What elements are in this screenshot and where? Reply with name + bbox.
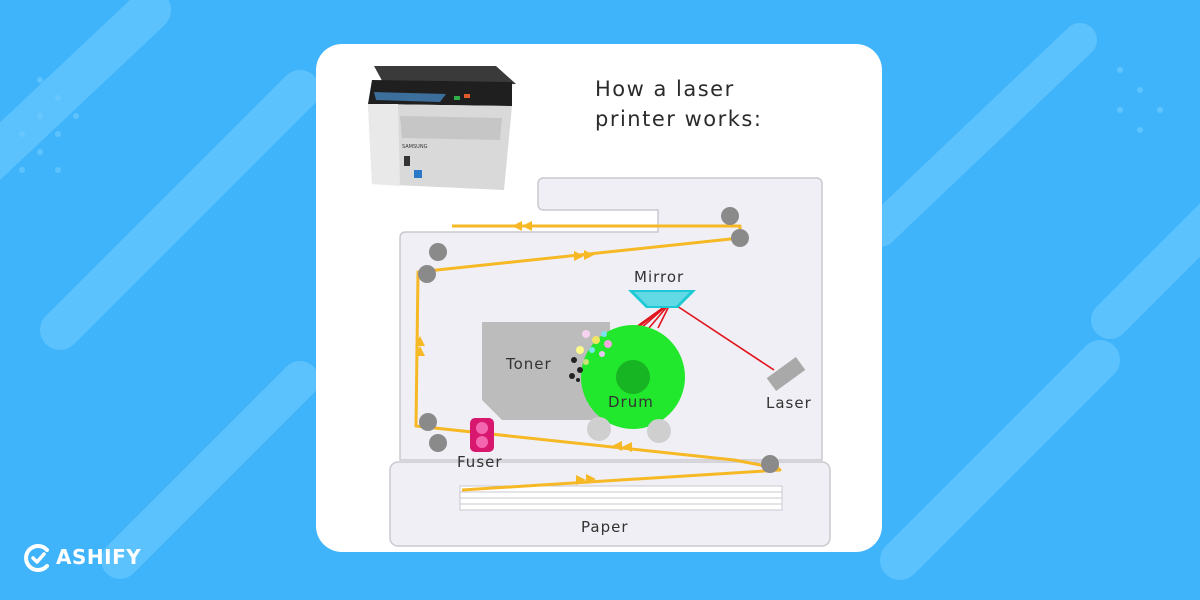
svg-text:SAMSUNG: SAMSUNG [402,144,428,150]
fuser [470,418,494,452]
cashify-logo: ASHIFY [22,540,162,576]
diagram-title: How a laser printer works: [595,74,795,134]
mirror [628,290,696,308]
toner-particles [569,330,612,382]
title-line-1: How a laser [595,77,735,101]
paper-stack [459,485,783,511]
laser-unit [766,356,806,392]
roller [587,417,611,441]
printer-photo: SAMSUNG [368,66,516,190]
drum-label: Drum [608,393,654,411]
path-rollers [418,207,779,473]
laser-label: Laser [766,394,812,412]
title-line-2: printer works: [595,107,763,131]
toner-cartridge [482,322,610,420]
direction-arrows [415,221,632,485]
toner-label: Toner [506,355,552,373]
brand-name: ASHIFY [56,545,142,569]
fuser-label: Fuser [457,453,503,471]
drum [581,325,685,429]
paper-label: Paper [581,518,629,536]
roller [647,419,671,443]
laser-printer-diagram: SAMSUNG [368,66,831,547]
diagram-card: SAMSUNG [316,44,882,552]
mirror-label: Mirror [634,268,685,286]
cashify-logo-icon [24,544,49,572]
